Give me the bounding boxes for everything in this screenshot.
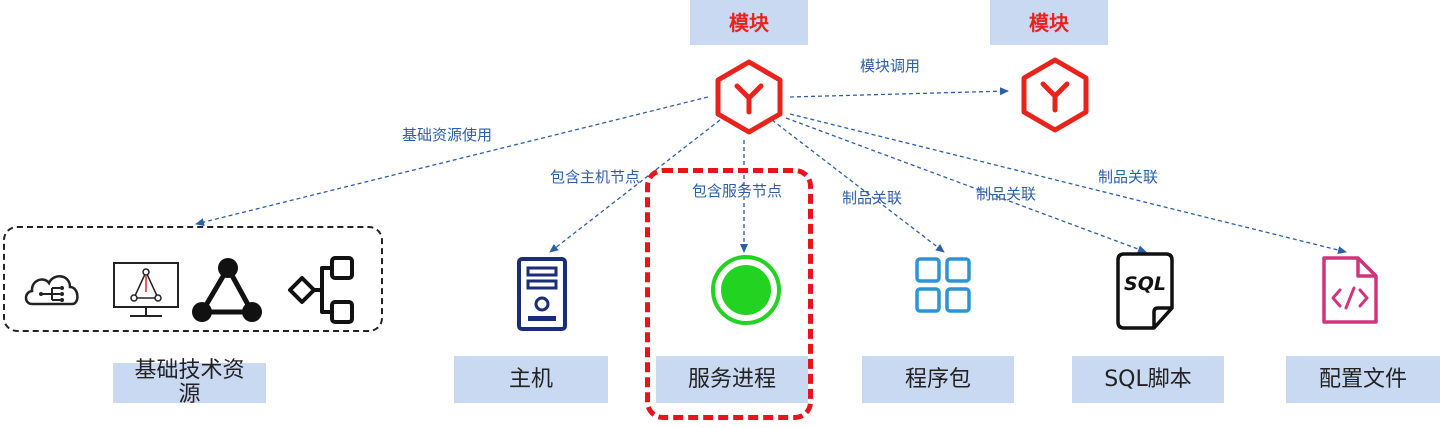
sql-script-label: SQL脚本 [1072,356,1224,403]
edge-artifact-config [789,113,1347,254]
tree-structure-icon [288,256,354,324]
host-label: 主机 [454,356,608,403]
app-grid-icon [915,257,971,313]
svg-text:SQL: SQL [1124,273,1166,295]
module-target-label: 模块 [990,0,1108,45]
cloud-network-icon [24,275,79,306]
edge-module-call [789,87,1009,98]
edge-label-contains-service: 包含服务节点 [692,182,783,200]
edge-contains-host [549,119,721,253]
program-package-label: 程序包 [862,356,1014,403]
module-hexagon-icon [715,59,783,135]
config-file-label: 配置文件 [1286,356,1440,403]
edge-label-artifact-sql: 制品关联 [976,185,1037,203]
monitor-topology-icon [113,262,179,317]
module-main-label: 模块 [690,0,808,45]
edge-artifact-package [771,119,945,253]
code-file-icon [1322,256,1378,324]
infrastructure-group [3,226,383,332]
running-status-icon [711,255,781,325]
server-tower-icon [517,257,567,331]
edge-infra-use [195,96,709,226]
edge-label-artifact-package: 制品关联 [842,189,903,207]
service-highlight-frame [645,168,813,420]
infrastructure-label-text: 基础技术资源 [134,358,245,407]
service-process-label: 服务进程 [656,356,808,403]
edge-artifact-sql [785,117,1147,253]
edge-label-infra-use: 基础资源使用 [402,126,493,144]
triangle-graph-icon [192,258,262,322]
infrastructure-label: 基础技术资源 [113,359,266,407]
edge-label-artifact-config: 制品关联 [1098,168,1159,186]
edge-label-contains-host: 包含主机节点 [550,168,641,186]
sql-file-icon: SQL [1116,252,1174,330]
module-hexagon-icon [1021,57,1089,133]
edge-label-module-call: 模块调用 [860,57,921,75]
